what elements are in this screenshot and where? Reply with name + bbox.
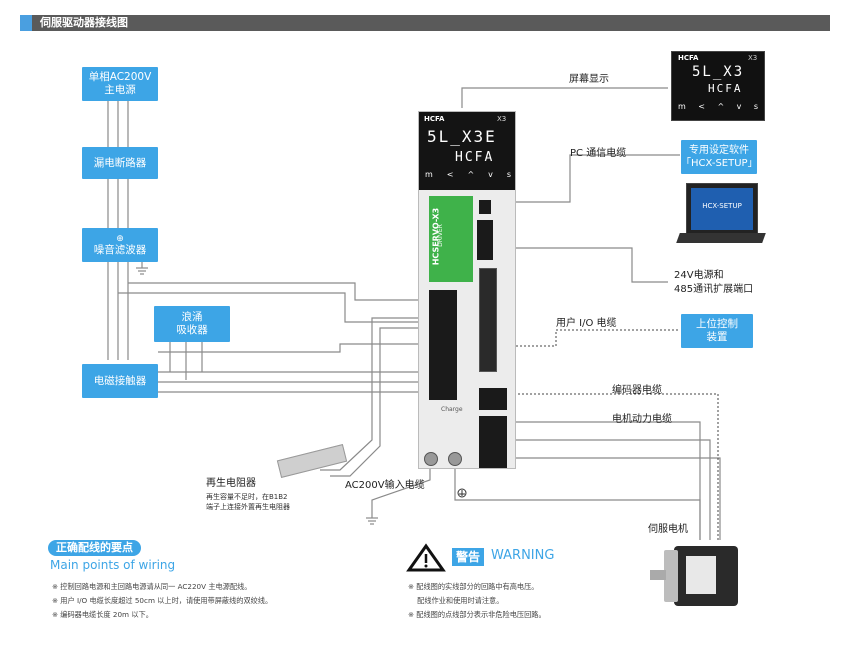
ctrl-wire-2 (118, 292, 422, 323)
power-source-box: 单相AC200V 主电源 (82, 67, 158, 101)
warning-note-3: ※ 配线图的点线部分表示非危险电压回路。 (408, 610, 546, 619)
ctrl-power-port (477, 220, 493, 260)
filter-box: ⊕ 噪音滤波器 (82, 228, 158, 262)
drive-key-left[interactable]: < (446, 170, 454, 179)
warning-title-cn: 警告 (452, 548, 485, 566)
screen-display-label: 屏幕显示 (569, 74, 609, 85)
software-box: 专用设定软件 「HCX-SETUP」 (681, 140, 758, 174)
io-cable-line (496, 329, 680, 347)
warning-title-en: WARNING (491, 548, 555, 563)
encoder-port (479, 388, 507, 410)
pc-cable-label: PC 通信电缆 (570, 148, 627, 159)
header-bar (20, 15, 830, 31)
ground-screw-1 (424, 452, 438, 466)
pc-port (479, 200, 491, 214)
surge-absorber-box: 浪涌 吸收器 (154, 306, 230, 342)
motor-shaft (650, 570, 666, 580)
wiring-note-1: ※ 控制回路电源和主回路电源请从同一 AC220V 主电源配线。 (52, 582, 252, 591)
ac-input-label: AC200V输入电缆 (345, 480, 425, 491)
warning-note-1: ※ 配线图的实线部分的回路中有高电压。 (408, 582, 539, 591)
drive-side-label (429, 196, 473, 282)
drive-key-m[interactable]: m (425, 170, 433, 179)
drive-brand: HCFA (424, 115, 445, 123)
panel-brand: HCFA (678, 54, 699, 62)
laptop-screen-text: HCX-SETUP (702, 202, 742, 210)
warning-note-2: 配线作业和使用时请注意。 (408, 596, 504, 605)
panel-model: X3 (748, 54, 758, 62)
motor-power-cable-label: 电机动力电缆 (612, 414, 672, 425)
page-title: 伺服驱动器接线图 (40, 16, 128, 29)
charge-label: Charge (441, 406, 463, 413)
panel-line1: 5L_X3 (692, 64, 745, 80)
drive-display-line2: HCFA (455, 150, 495, 165)
power24-label: 24V电源和 485通讯扩展端口 (674, 270, 754, 295)
drive-key-s[interactable]: s (506, 170, 511, 179)
drive-keypad: m < ^ v s (425, 170, 511, 179)
filter-label: 噪音滤波器 (93, 243, 147, 256)
header-accent (20, 15, 32, 31)
servo-motor-label: 伺服电机 (648, 524, 688, 535)
panel-key-up[interactable]: ^ (717, 102, 725, 111)
wiring-points-title: 正确配线的要点 (48, 540, 141, 556)
contactor-box: 电磁接触器 (82, 364, 158, 398)
motor-terminal-block (479, 416, 507, 468)
ctrl-wire-1 (128, 282, 422, 301)
drive-display-line1: 5L_X3E (427, 127, 497, 146)
motor-label (686, 556, 716, 594)
wiring-note-3: ※ 编码器电缆长度 20m 以下。 (52, 610, 153, 619)
panel-key-s[interactable]: s (753, 102, 758, 111)
drive-front-panel (419, 112, 515, 190)
breaker-box: 漏电断路器 (82, 147, 158, 179)
io-port (479, 268, 497, 372)
panel-key-down[interactable]: v (736, 102, 742, 111)
motor-flange (664, 550, 678, 602)
wiring-points-subtitle: Main points of wiring (50, 558, 176, 572)
panel-key-left[interactable]: < (698, 102, 705, 111)
panel-line2: HCFA (708, 82, 743, 95)
drive-key-up[interactable]: ^ (467, 170, 475, 179)
filter-ground-icon: ⊕ (116, 233, 124, 244)
regen-resistor-label: 再生电阻器 (206, 478, 256, 489)
main-terminal-block (429, 290, 457, 400)
servo-motor (650, 540, 742, 612)
laptop-screen (691, 188, 753, 230)
wiring-note-2: ※ 用户 I/O 电缆长度超过 50cm 以上时，请使用带屏蔽线的双绞线。 (52, 596, 273, 605)
drive-model: X3 (497, 115, 507, 123)
encoder-cable-line (510, 393, 719, 540)
regen-note: 再生容量不足时，在B1B2 端子上连接外置再生电阻器 (206, 493, 290, 511)
panel-keypad: m < ^ v s (678, 102, 758, 111)
ground-screw-2 (448, 452, 462, 466)
drive-side-sub: DRIVER (436, 224, 444, 247)
controller-box: 上位控制 装置 (681, 314, 753, 348)
laptop: HCX-SETUP (686, 183, 758, 235)
panel-key-m[interactable]: m (678, 102, 686, 111)
encoder-cable-label: 编码器电缆 (612, 385, 662, 396)
servo-drive: HCFA X3 5L_X3E HCFA m < ^ v s HCSERVO-X3… (418, 111, 516, 469)
display-panel: HCFA X3 5L_X3 HCFA m < ^ v s (671, 51, 765, 121)
drive-key-down[interactable]: v (488, 170, 493, 179)
laptop-keyboard (676, 233, 766, 243)
io-cable-label: 用户 I/O 电缆 (556, 318, 617, 329)
